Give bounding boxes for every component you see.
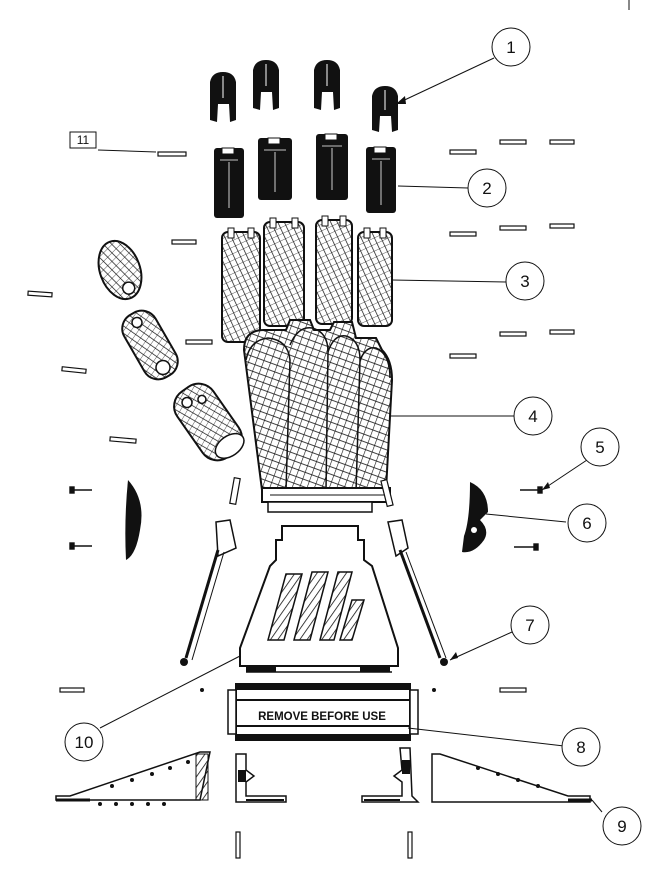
- callout-9: 9: [602, 806, 642, 846]
- fingertip-row: [210, 60, 398, 132]
- gauntlet-warning-text: REMOVE BEFORE USE: [258, 711, 386, 723]
- wrist-brackets: [55, 747, 592, 859]
- callout-6: 6: [567, 503, 607, 543]
- callout-circles: 1 2 3 4 5 6 7 8: [64, 27, 642, 846]
- callout-4: 4: [513, 396, 553, 436]
- middle-phalanx-row: [214, 133, 396, 218]
- arrowheads: [396, 96, 550, 660]
- part-11-tag: 11: [69, 131, 97, 149]
- svg-text:5: 5: [595, 438, 604, 457]
- part-11-label: 11: [77, 133, 90, 147]
- svg-text:7: 7: [525, 616, 534, 635]
- svg-text:8: 8: [576, 738, 585, 757]
- side-guards: [125, 480, 488, 560]
- svg-text:3: 3: [520, 272, 529, 291]
- callout-1: 1: [491, 27, 531, 67]
- tensioner-rods: [180, 476, 448, 666]
- callout-7: 7: [510, 605, 550, 645]
- marker-dot: [200, 688, 204, 692]
- hand-plate: [239, 525, 399, 673]
- marker-dot: [432, 688, 436, 692]
- callout-5: 5: [580, 427, 620, 467]
- svg-text:6: 6: [582, 514, 591, 533]
- leader-lines: [97, 57, 603, 813]
- callout-2: 2: [467, 168, 507, 208]
- screws: [69, 486, 543, 551]
- thumb-segments: [97, 239, 245, 462]
- callout-8: 8: [561, 727, 601, 767]
- svg-text:4: 4: [528, 407, 537, 426]
- svg-text:10: 10: [75, 733, 94, 752]
- palm-assembly: [242, 319, 394, 513]
- gauntlet: REMOVE BEFORE USE: [227, 683, 419, 741]
- proximal-phalanx-row: [221, 215, 393, 343]
- finger-pins: [27, 139, 575, 693]
- callout-3: 3: [505, 261, 545, 301]
- callout-10: 10: [64, 722, 104, 762]
- svg-text:9: 9: [617, 817, 626, 836]
- svg-text:1: 1: [506, 38, 515, 57]
- svg-text:2: 2: [482, 179, 491, 198]
